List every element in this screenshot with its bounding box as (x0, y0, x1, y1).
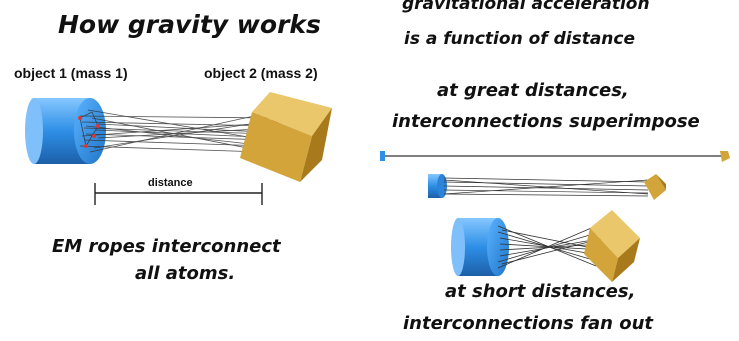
object1-label: object 1 (mass 1) (14, 65, 128, 81)
distance-label: distance (148, 177, 193, 189)
great-distance-line-2: interconnections superimpose (392, 111, 700, 132)
caption-line-1: EM ropes interconnect (52, 236, 281, 257)
short-distance-line-2: interconnections fan out (403, 313, 653, 334)
left-cylinder (25, 98, 106, 164)
caption-line-2: all atoms. (135, 263, 236, 284)
medium-pair (428, 174, 666, 200)
header-line-2: is a function of distance (404, 29, 636, 49)
far-pair (380, 151, 730, 162)
great-distance-line-1: at great distances, (437, 80, 629, 101)
short-distance-line-1: at short distances, (445, 281, 636, 302)
page-title: How gravity works (58, 10, 321, 39)
header-line-1: gravitational acceleration (402, 0, 650, 14)
near-pair (451, 210, 640, 282)
left-cube (240, 92, 332, 182)
distance-marker (94, 183, 263, 205)
object2-label: object 2 (mass 2) (204, 65, 318, 81)
